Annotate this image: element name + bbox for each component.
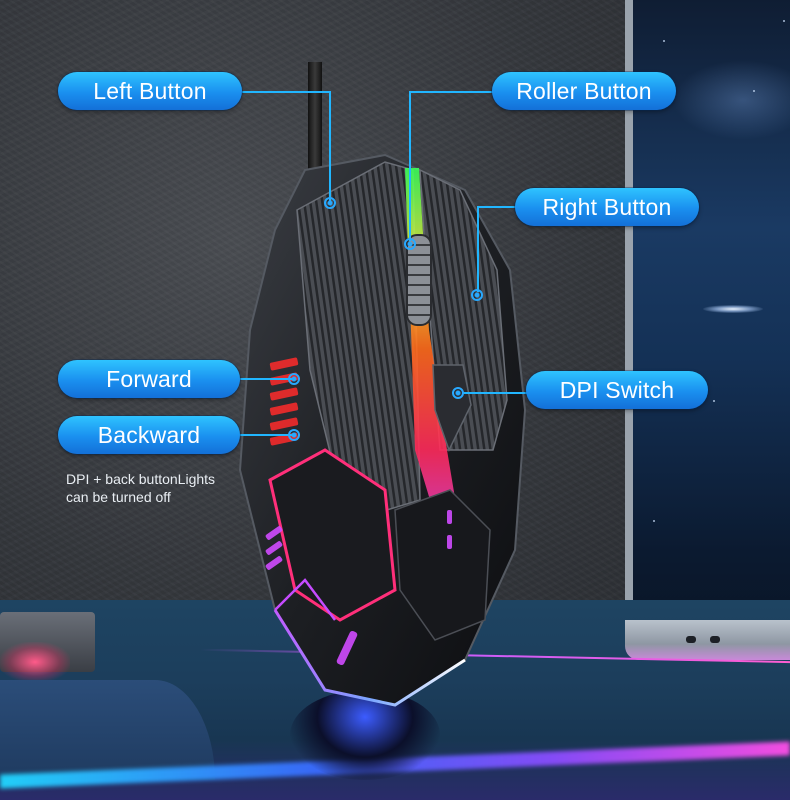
- keyboard: [0, 612, 95, 682]
- note-line-1: DPI + back buttonLights: [66, 471, 216, 487]
- mouse-cable: [308, 62, 322, 192]
- left-button-label: Left Button: [58, 72, 242, 110]
- roller-button-marker: [404, 238, 416, 250]
- dpi-switch-leader: [462, 392, 532, 394]
- left-button-leader: [329, 91, 331, 201]
- key-glow: [0, 642, 70, 682]
- roller-button-leader: [409, 91, 495, 93]
- backward-label: Backward: [58, 416, 240, 454]
- roller-button-leader: [409, 91, 411, 241]
- star: [713, 400, 715, 402]
- forward-marker: [288, 373, 300, 385]
- left-button-marker: [324, 197, 336, 209]
- mouse-reflection: [290, 690, 440, 780]
- star: [783, 20, 785, 22]
- backward-marker: [288, 429, 300, 441]
- star: [753, 90, 755, 92]
- wrist-rest: [0, 680, 215, 780]
- roller-button-label: Roller Button: [492, 72, 676, 110]
- nebula: [673, 60, 790, 140]
- dpi-switch-marker: [452, 387, 464, 399]
- forward-leader: [240, 378, 295, 380]
- spaceship: [703, 305, 763, 313]
- star: [663, 40, 665, 42]
- gaming-mouse: [238, 153, 527, 707]
- dpi-switch-label: DPI Switch: [526, 371, 708, 409]
- right-button-leader: [477, 206, 479, 292]
- right-button-label: Right Button: [515, 188, 699, 226]
- right-button-marker: [471, 289, 483, 301]
- left-button-leader: [242, 91, 330, 93]
- laptop-base: [625, 620, 790, 660]
- backward-leader: [240, 434, 295, 436]
- star: [653, 520, 655, 522]
- forward-label: Forward: [58, 360, 240, 398]
- note-line-2: can be turned off: [66, 489, 171, 505]
- lighting-note: DPI + back buttonLights can be turned of…: [66, 470, 266, 506]
- right-button-leader: [477, 206, 517, 208]
- usb-port: [710, 636, 720, 643]
- usb-port: [686, 636, 696, 643]
